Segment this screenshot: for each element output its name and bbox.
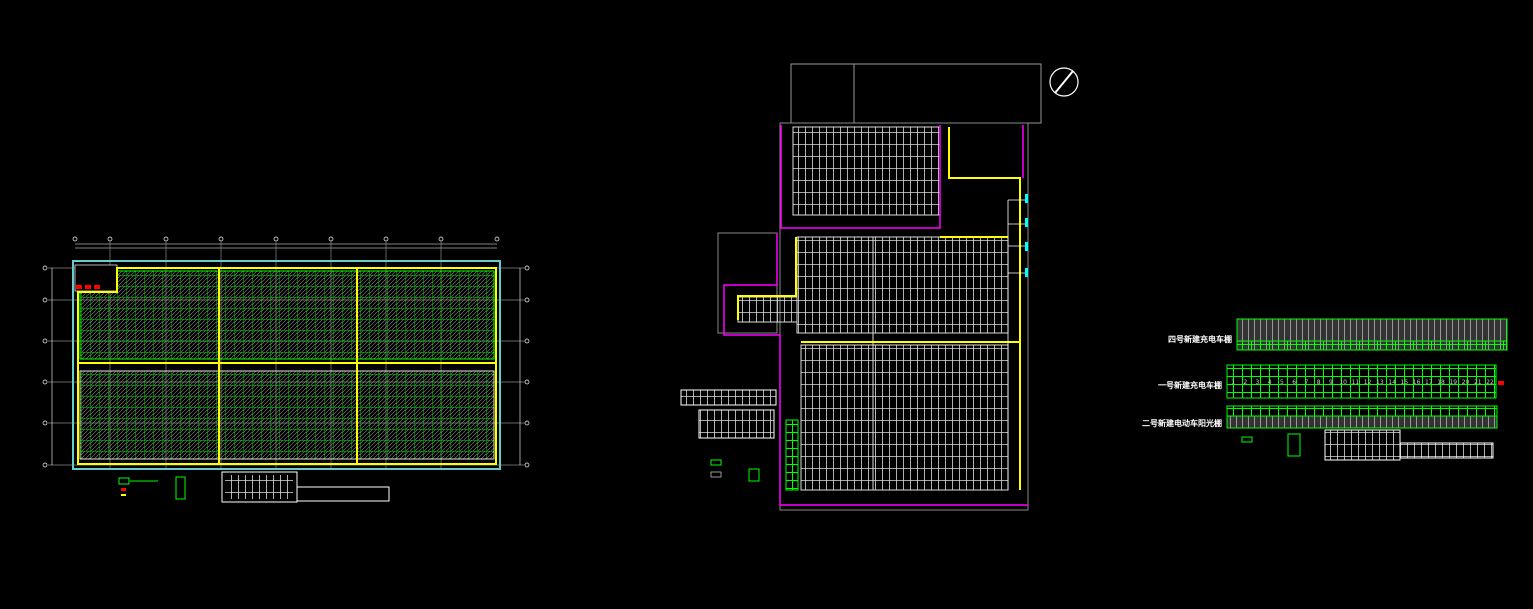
strip-number: 21 (1474, 379, 1482, 386)
strip-number: 10 (1339, 379, 1347, 386)
strip-number: 6 (1292, 379, 1296, 386)
strip-number: 11 (1352, 379, 1360, 386)
strip-number: 16 (1413, 379, 1421, 386)
strip-label-1: 一号新建充电车棚 (1158, 380, 1222, 390)
strip-number: 12 (1364, 379, 1372, 386)
north-arrow-icon (1049, 67, 1079, 97)
strip-number: 19 (1449, 379, 1457, 386)
strip-number: 14 (1388, 379, 1396, 386)
carport-elevations (1226, 318, 1508, 461)
strip-number: 15 (1401, 379, 1409, 386)
strip-number: 7 (1305, 379, 1309, 386)
middle-site-plan (680, 63, 1079, 511)
strip-label-4: 四号新建充电车棚 (1168, 334, 1232, 344)
strip-number: 22 (1486, 379, 1494, 386)
left-site-plan (42, 236, 530, 503)
strip-number: 13 (1376, 379, 1384, 386)
strip-number: 18 (1437, 379, 1445, 386)
strip-number: 4 (1268, 379, 1272, 386)
strip-number: 5 (1280, 379, 1284, 386)
strip-number: 9 (1329, 379, 1333, 386)
strip-number: 2 (1243, 379, 1247, 386)
strip-number: 8 (1317, 379, 1321, 386)
strip-number: 20 (1462, 379, 1470, 386)
strip-label-2: 二号新建电动车阳光棚 (1142, 418, 1222, 428)
strip-number: 17 (1425, 379, 1433, 386)
strip-number: 1 (1231, 379, 1235, 386)
strip-number: 3 (1256, 379, 1260, 386)
